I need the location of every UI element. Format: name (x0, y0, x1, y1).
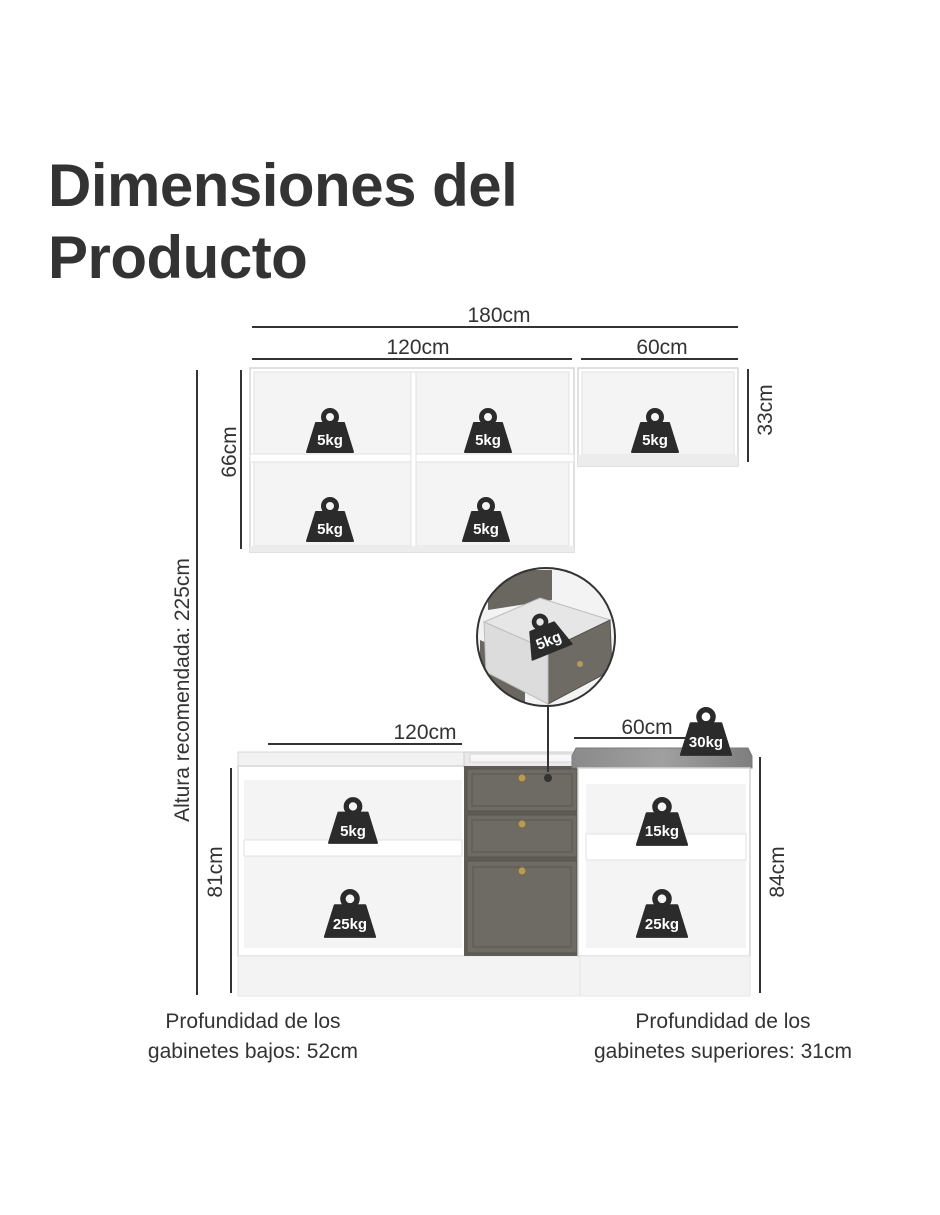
svg-text:5kg: 5kg (642, 432, 668, 449)
title-line-2: Producto (48, 224, 308, 291)
drawer-knob-1 (517, 773, 527, 783)
weight-badge-lower-right-bottom: 25kg (637, 892, 687, 937)
recommended-height-label: Altura recomendada: 225cm (171, 558, 194, 822)
weight-badge-upper-5: 5kg (463, 500, 509, 542)
upper-depth-caption: Profundidad de los gabinetes superiores:… (594, 1010, 852, 1063)
lower-left-height-label: 81cm (204, 846, 227, 897)
svg-text:25kg: 25kg (645, 916, 679, 933)
upper-right-height-label: 33cm (754, 384, 777, 435)
weight-badge-countertop: 30kg (681, 710, 731, 755)
lower-right-height-label: 84cm (766, 846, 789, 897)
svg-text:5kg: 5kg (473, 521, 499, 538)
door-knob (517, 866, 527, 876)
drawer-knob-2 (517, 819, 527, 829)
title-line-1: Dimensiones del (48, 152, 518, 219)
lower-depth-caption: Profundidad de los gabinetes bajos: 52cm (147, 1010, 359, 1063)
drawer-unit (463, 751, 580, 956)
svg-text:5kg: 5kg (317, 432, 343, 449)
page-title: Dimensiones del Producto (48, 150, 518, 294)
svg-text:5kg: 5kg (475, 432, 501, 449)
upper-left-cabinet (249, 367, 575, 553)
lower-right-width-label: 60cm (621, 716, 672, 739)
weight-badge-upper-1: 5kg (307, 411, 353, 453)
total-width-label: 180cm (467, 304, 530, 327)
svg-text:5kg: 5kg (317, 521, 343, 538)
svg-text:5kg: 5kg (340, 823, 366, 840)
weight-badge-lower-left-top: 5kg (329, 800, 377, 843)
lower-right-cabinet (571, 747, 753, 997)
weight-badge-upper-4: 5kg (307, 500, 353, 542)
upper-right-width-label: 60cm (636, 336, 687, 359)
weight-badge-upper-2: 5kg (465, 411, 511, 453)
weight-badge-lower-left-bottom: 25kg (325, 892, 375, 937)
weight-badge-lower-right-top: 15kg (637, 800, 687, 845)
weight-badge-upper-3: 5kg (632, 411, 678, 453)
svg-text:30kg: 30kg (689, 734, 723, 751)
lower-left-width-label: 120cm (393, 721, 456, 744)
dimension-lines (196, 326, 761, 995)
upper-left-height-label: 66cm (218, 426, 241, 477)
upper-left-width-label: 120cm (386, 336, 449, 359)
weight-badge-drawer: 5kg (518, 608, 572, 659)
svg-text:15kg: 15kg (645, 823, 679, 840)
svg-text:25kg: 25kg (333, 916, 367, 933)
